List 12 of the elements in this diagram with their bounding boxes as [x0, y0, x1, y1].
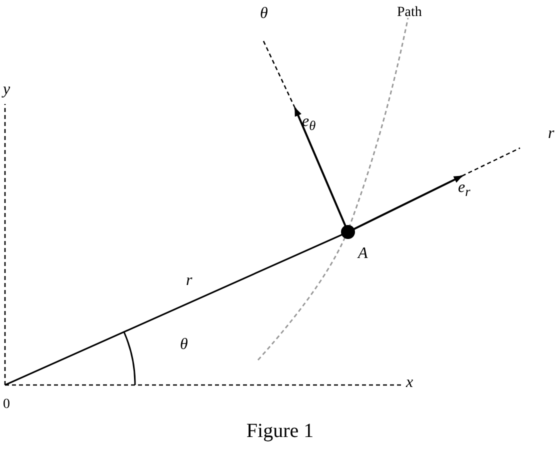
axis-label: r	[548, 126, 556, 142]
angle-label: θ	[180, 337, 189, 353]
origin-label: 0	[3, 398, 11, 412]
vector-label: e$_{θ}$	[302, 114, 317, 133]
line-label: r	[186, 273, 194, 289]
path-label: Path	[397, 6, 423, 20]
point-label: A	[358, 246, 369, 262]
axis-label: x	[406, 375, 414, 391]
vector-label: e$_{r}$	[458, 180, 472, 199]
figure-caption: Figure 1	[246, 420, 314, 443]
axis-label: θ	[260, 6, 269, 22]
axis-label: y	[3, 82, 12, 98]
